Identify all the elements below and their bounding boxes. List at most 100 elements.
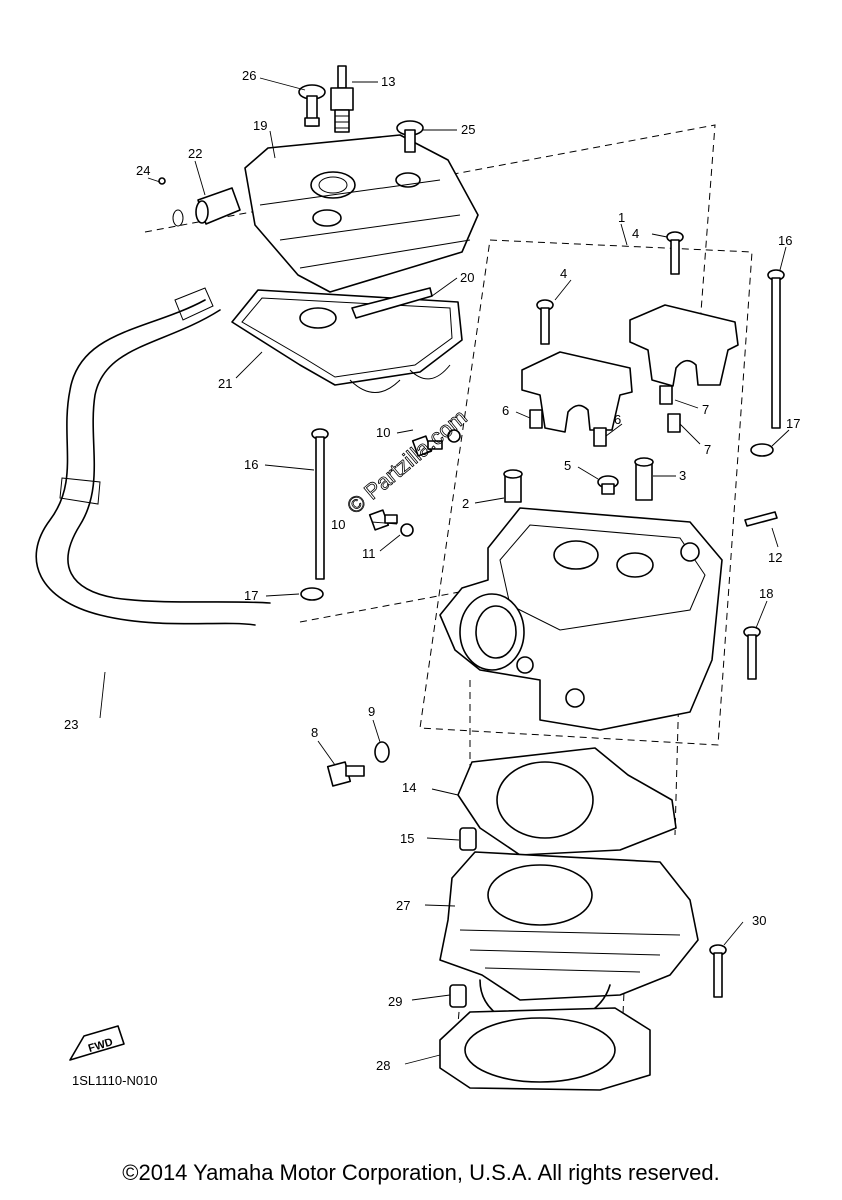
base-gasket-bore (464, 1017, 616, 1083)
callout-21: 21 (218, 376, 232, 391)
dowel-6-left (529, 409, 543, 429)
callout-8: 8 (311, 725, 318, 740)
callout-25: 25 (461, 122, 475, 137)
cylinder-head (439, 507, 723, 731)
callout-6-right: 6 (614, 412, 621, 427)
callout-13: 13 (381, 74, 395, 89)
dowel-7-lower (667, 413, 681, 433)
dowel-29 (449, 984, 467, 1008)
head-gasket-bore (496, 761, 594, 839)
dowel-15 (459, 827, 477, 851)
bolt-30 (709, 944, 727, 998)
cover-bolt-hole-2 (395, 172, 421, 188)
cover-plug-hole (310, 171, 356, 199)
washer-11-upper (447, 429, 461, 443)
cylinder-fins (459, 929, 681, 973)
callout-3: 3 (679, 468, 686, 483)
stud-bolt-16-right (767, 269, 785, 429)
callout-17-right: 17 (786, 416, 800, 431)
callout-18: 18 (759, 586, 773, 601)
gasket-cam-arc (349, 364, 451, 393)
stud-bolt-16-left (311, 428, 329, 580)
bolt-10-lower (368, 509, 398, 531)
copyright-footer: ©2014 Yamaha Motor Corporation, U.S.A. A… (122, 1160, 720, 1185)
callout-14: 14 (402, 780, 416, 795)
clip (158, 177, 166, 185)
callout-26: 26 (242, 68, 256, 83)
bolt-4-right (666, 231, 684, 275)
callout-29: 29 (388, 994, 402, 1009)
callout-10-lower: 10 (331, 517, 345, 532)
callout-30: 30 (752, 913, 766, 928)
watermark: © Partzilla.com (342, 404, 472, 518)
callout-5: 5 (564, 458, 571, 473)
cam-cap-right (629, 304, 739, 387)
callout-2: 2 (462, 496, 469, 511)
dowel-6-right (593, 427, 607, 447)
callout-27: 27 (396, 898, 410, 913)
leader-lines (99, 77, 790, 1065)
callout-23: 23 (64, 717, 78, 732)
fwd-arrow: FWD (69, 1025, 125, 1061)
callout-1: 1 (618, 210, 625, 225)
head-port-left (553, 540, 599, 570)
callout-7-lower: 7 (704, 442, 711, 457)
hose-clamp-lower (59, 477, 101, 505)
assembly-1-boundary (419, 239, 753, 746)
washer-17-right (750, 443, 774, 457)
cam-cap-left (521, 351, 633, 433)
callout-4-right: 4 (632, 226, 639, 241)
head-mount-boss-3 (680, 542, 700, 562)
callout-11: 11 (362, 546, 376, 561)
bolt-25 (396, 120, 424, 153)
breather-hose (35, 299, 271, 626)
washer-9 (374, 741, 390, 763)
bolt-10-upper (411, 435, 443, 457)
valve-guide-2 (503, 469, 523, 503)
callout-numbers: 26 13 19 25 22 24 20 21 1 4 4 16 6 6 7 7… (64, 68, 800, 1073)
head-cover (244, 134, 479, 293)
plug-5-body (601, 483, 615, 495)
callout-20: 20 (460, 270, 474, 285)
callout-15: 15 (400, 831, 414, 846)
breather-joint-end (195, 200, 209, 224)
stud-12 (744, 511, 778, 527)
cover-gasket (231, 289, 463, 386)
callout-10-upper: 10 (376, 425, 390, 440)
cylinder (439, 851, 699, 1001)
spark-plug (330, 65, 354, 133)
bolt-4-left (536, 299, 554, 345)
callout-16-right: 16 (778, 233, 792, 248)
callout-28: 28 (376, 1058, 390, 1073)
head-port-right (616, 552, 654, 578)
cover-bolt-hole (312, 209, 342, 227)
cylinder-bore (487, 864, 593, 926)
washer-17-left (300, 587, 324, 601)
bolt-8 (326, 761, 365, 787)
bolt-18 (743, 626, 761, 680)
clip-ring (172, 209, 184, 227)
dowel-7-upper (659, 385, 673, 405)
callout-9: 9 (368, 704, 375, 719)
callout-6-left: 6 (502, 403, 509, 418)
callout-4-left: 4 (560, 266, 567, 281)
head-mount-boss-2 (565, 688, 585, 708)
callout-22: 22 (188, 146, 202, 161)
bolt-26 (298, 84, 326, 127)
callout-17-left: 17 (244, 588, 258, 603)
callout-16-left: 16 (244, 457, 258, 472)
washer-11-lower (400, 523, 414, 537)
gasket-spark-seal (299, 307, 337, 329)
hose-clamp-upper (174, 287, 214, 321)
callout-24: 24 (136, 163, 150, 178)
callout-19: 19 (253, 118, 267, 133)
valve-guide-3 (634, 457, 654, 501)
callout-12: 12 (768, 550, 782, 565)
callout-7-upper: 7 (702, 402, 709, 417)
cover-gasket-inner (241, 297, 453, 378)
cover-plug-hole-inner (318, 176, 348, 194)
head-mount-boss (516, 656, 534, 674)
head-gasket (457, 747, 677, 856)
diagram-code: 1SL1110-N010 (72, 1073, 158, 1088)
